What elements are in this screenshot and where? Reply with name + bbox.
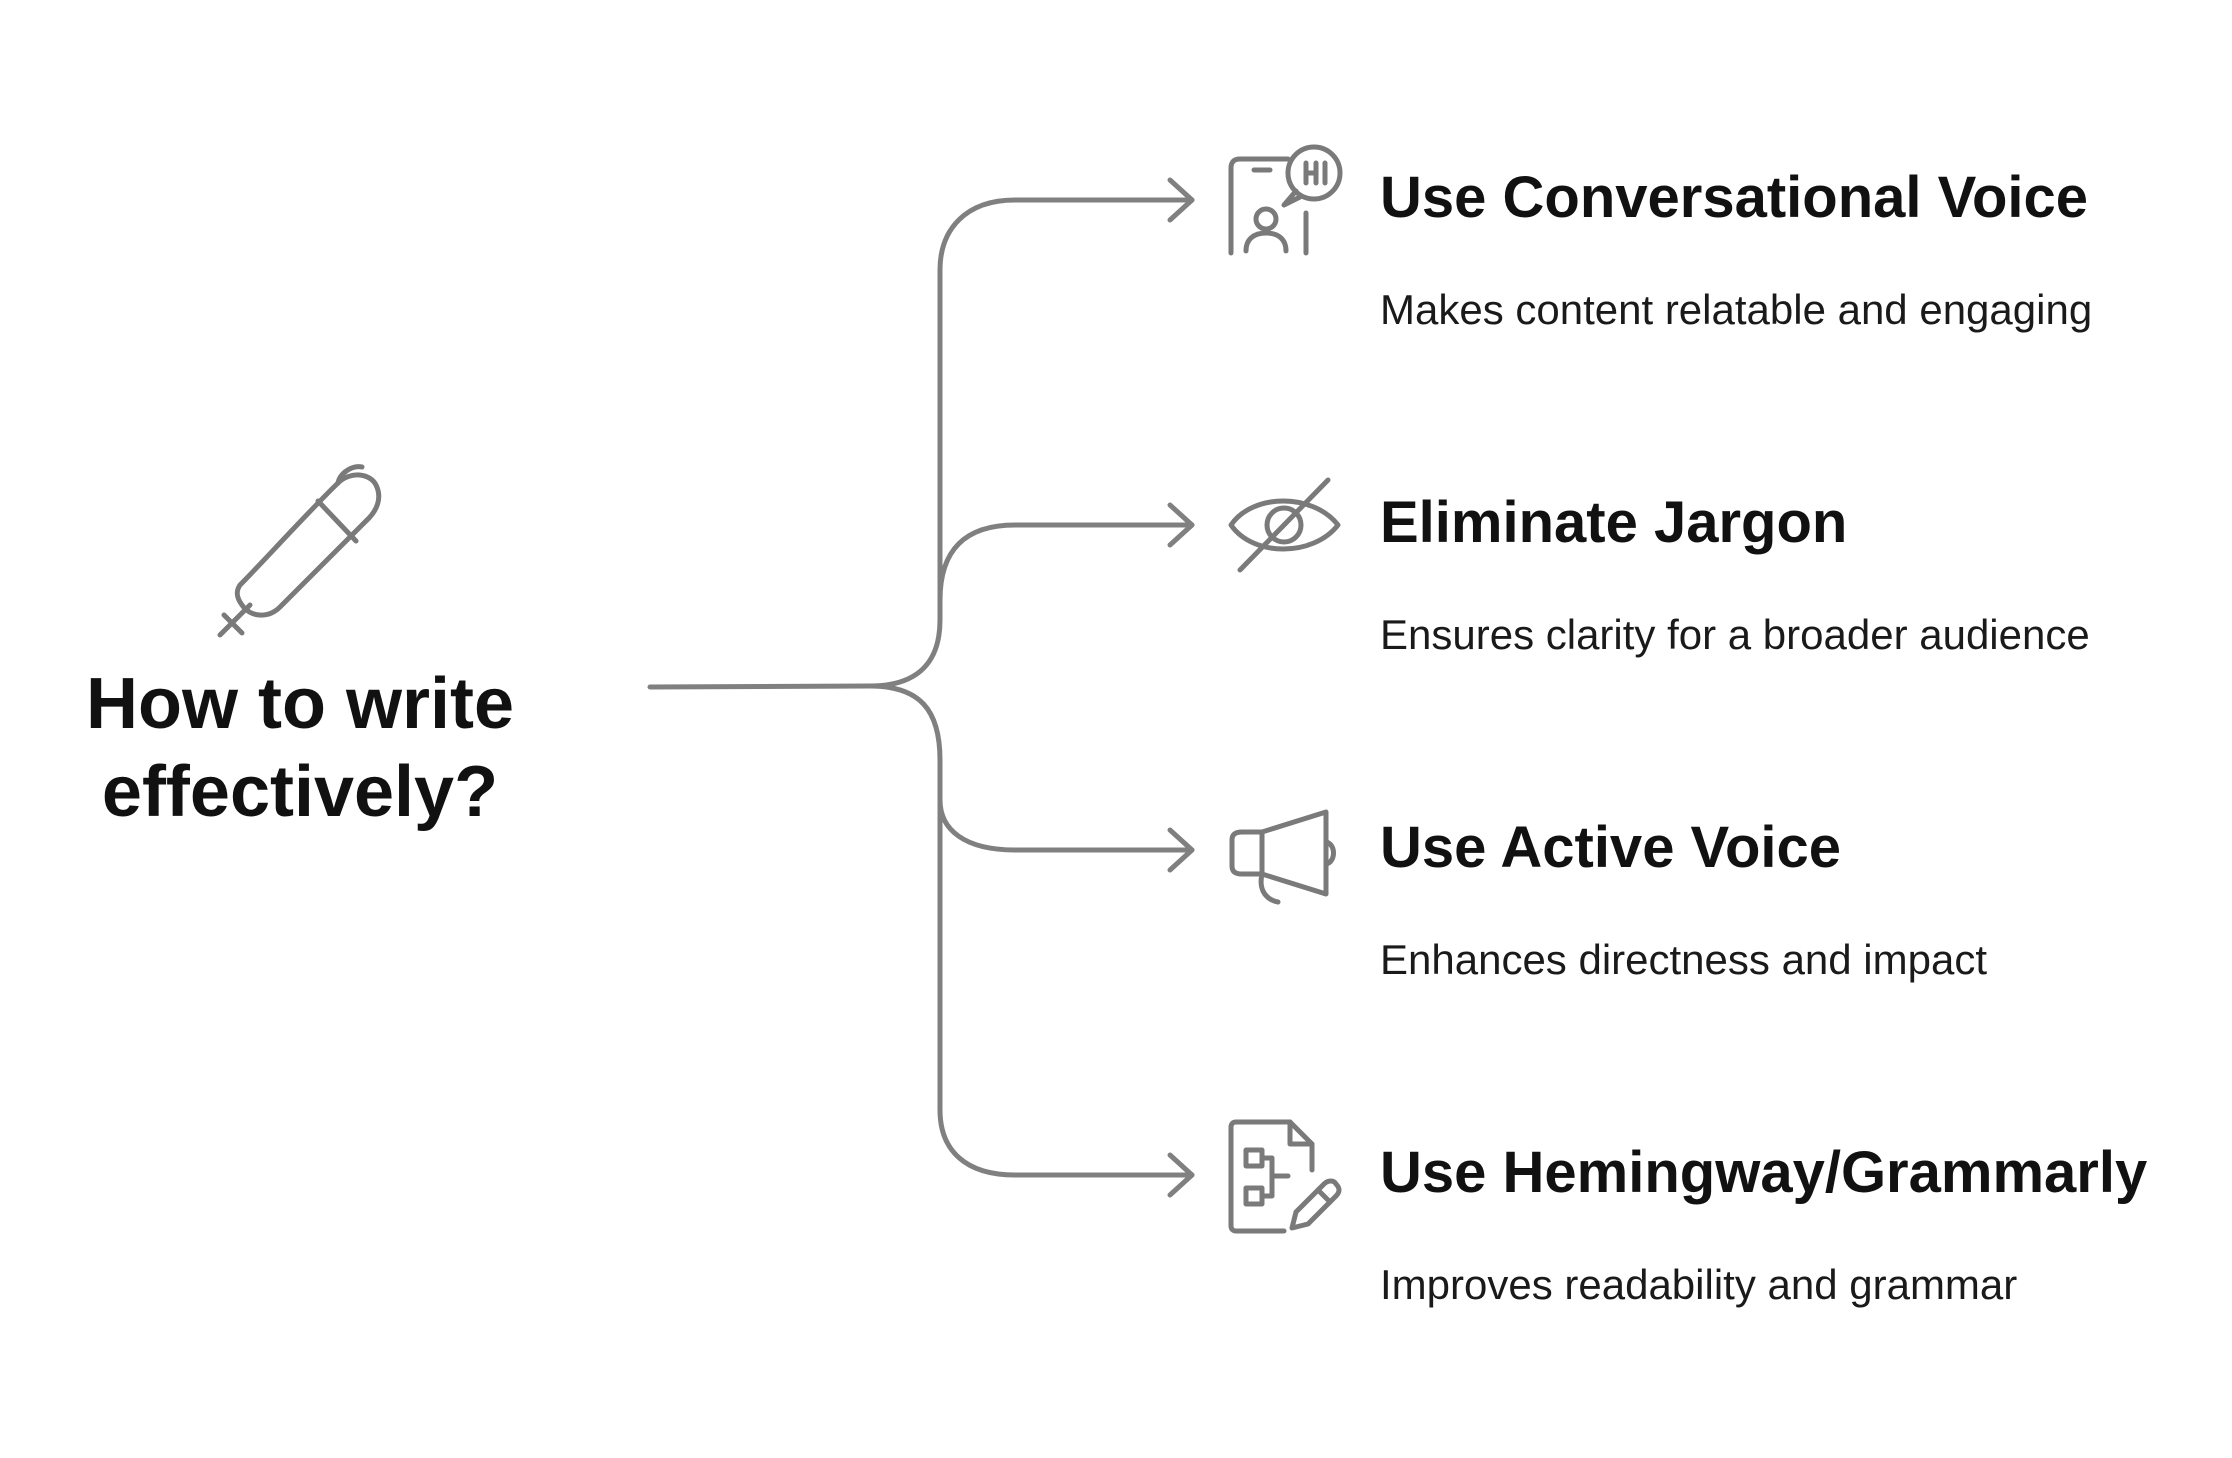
connector-branch-2 <box>937 522 1195 603</box>
phone-speech-hi-icon <box>1228 144 1343 256</box>
arrowhead-3 <box>1167 827 1195 873</box>
arrowhead-2 <box>1167 502 1195 548</box>
branch-title-4: Use Hemingway/Grammarly <box>1380 1140 2148 1205</box>
pen-icon <box>217 464 382 638</box>
branch-description-2: Ensures clarity for a broader audience <box>1380 611 2090 658</box>
branch-description-1: Makes content relatable and engaging <box>1380 286 2093 333</box>
eye-slash-icon <box>1228 477 1341 573</box>
branch-title-3: Use Active Voice <box>1380 815 1841 880</box>
connector-branch-1 <box>867 197 1195 689</box>
central-title-line-2: effectively? <box>101 752 499 832</box>
central-title-line-1: How to write <box>86 664 514 744</box>
connector-branch-3 <box>867 683 1195 853</box>
branch-description-4: Improves readability and grammar <box>1380 1261 2018 1308</box>
arrowhead-1 <box>1167 177 1195 223</box>
connector-branch-4 <box>937 777 1195 1178</box>
branch-description-3: Enhances directness and impact <box>1380 936 1988 983</box>
branch-title-1: Use Conversational Voice <box>1380 165 2089 230</box>
central-topic: How to write effectively? <box>40 660 560 836</box>
document-edit-icon <box>1228 1119 1342 1234</box>
megaphone-icon <box>1229 809 1336 905</box>
trunk-connector <box>647 683 873 690</box>
branch-title-2: Eliminate Jargon <box>1380 490 1848 555</box>
arrowhead-4 <box>1167 1152 1195 1198</box>
